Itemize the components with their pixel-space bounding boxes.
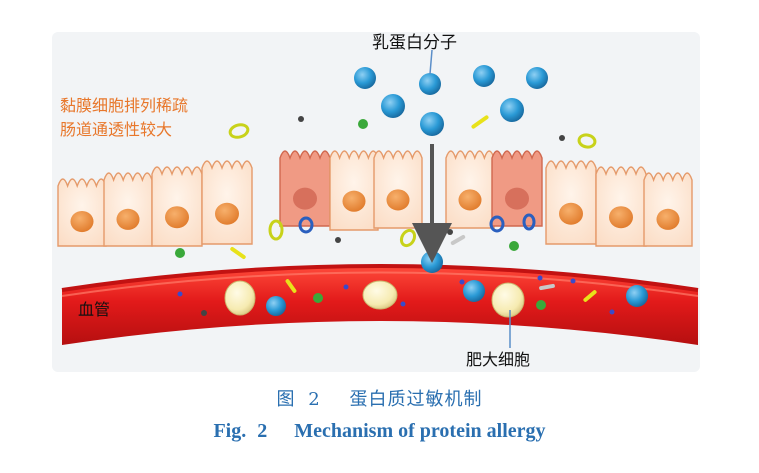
blood-vessel-highlight bbox=[61, 271, 699, 297]
protein-molecule bbox=[266, 296, 286, 316]
figure-caption-zh: 图 2 蛋白质过敏机制 bbox=[0, 385, 759, 411]
particle-rod bbox=[471, 115, 489, 129]
particle-rod bbox=[450, 235, 466, 246]
particle-dot bbox=[343, 284, 349, 290]
particle-dot bbox=[559, 135, 565, 141]
particle-ring bbox=[577, 133, 597, 149]
particle-ring bbox=[298, 216, 314, 234]
particle-dot bbox=[447, 229, 453, 235]
mast-cell bbox=[362, 280, 398, 310]
mast-cell-group bbox=[224, 280, 525, 318]
protein-molecule-label: 乳蛋白分子 bbox=[372, 33, 457, 53]
protein-molecule bbox=[419, 73, 441, 95]
particle-layer bbox=[175, 115, 615, 316]
cell-nucleus bbox=[342, 190, 366, 212]
protein-molecule-layer bbox=[266, 65, 648, 316]
particle-dot bbox=[609, 309, 615, 315]
particle-rod bbox=[230, 246, 246, 260]
blood-vessel-label: 血管 bbox=[78, 300, 111, 319]
protein-leader-line bbox=[429, 49, 433, 75]
epithelial-cell bbox=[201, 160, 253, 245]
protein-molecule bbox=[420, 112, 444, 136]
particle-rod bbox=[539, 283, 555, 291]
particle-dot bbox=[177, 291, 183, 297]
epithelial-cell-layer bbox=[57, 150, 693, 247]
figure-caption-en: Fig. 2 Mechanism of protein allergy bbox=[0, 420, 759, 443]
mucosa-label-line2: 肠道通透性较大 bbox=[60, 120, 173, 139]
protein-molecule bbox=[421, 251, 443, 273]
caption-zh-number: 2 bbox=[308, 389, 321, 410]
cell-nucleus bbox=[458, 189, 482, 211]
cell-nucleus bbox=[116, 208, 140, 230]
particle-dot bbox=[201, 310, 207, 316]
particle-ring bbox=[228, 123, 250, 139]
protein-molecule bbox=[626, 285, 648, 307]
cell-nucleus bbox=[609, 206, 633, 229]
particle-ring bbox=[522, 213, 536, 231]
particle-dot bbox=[335, 237, 341, 243]
cell-nucleus bbox=[656, 208, 680, 230]
protein-molecule bbox=[463, 280, 485, 302]
protein-molecule bbox=[500, 98, 524, 122]
cell-nucleus bbox=[165, 206, 189, 229]
particle-dot bbox=[175, 248, 185, 258]
mast-cell-label: 肥大细胞 bbox=[466, 350, 531, 369]
particle-dot bbox=[537, 275, 543, 281]
caption-zh-fig: 图 bbox=[276, 389, 296, 410]
particle-dot bbox=[459, 279, 465, 285]
particle-ring bbox=[489, 215, 505, 233]
cell-nucleus bbox=[70, 210, 94, 233]
protein-molecule bbox=[473, 65, 495, 87]
epithelial-cell bbox=[545, 160, 597, 245]
cell-nucleus bbox=[386, 189, 410, 211]
caption-en-title: Mechanism of protein allergy bbox=[294, 420, 546, 442]
particle-dot bbox=[509, 241, 519, 251]
particle-ring bbox=[268, 219, 284, 241]
cell-nucleus bbox=[215, 202, 239, 225]
caption-zh-title: 蛋白质过敏机制 bbox=[349, 389, 483, 410]
protein-molecule bbox=[354, 67, 376, 89]
cell-nucleus bbox=[293, 187, 317, 210]
cell-nucleus bbox=[505, 187, 529, 210]
caption-en-number: 2 bbox=[257, 420, 268, 442]
particle-dot bbox=[358, 119, 368, 129]
particle-dot bbox=[536, 300, 546, 310]
particle-dot bbox=[313, 293, 323, 303]
particle-dot bbox=[298, 116, 304, 122]
cell-nucleus bbox=[559, 202, 583, 225]
blood-vessel-top-edge bbox=[61, 264, 699, 292]
mucosa-label-line1: 黏膜细胞排列稀疏 bbox=[60, 96, 189, 115]
particle-dot bbox=[400, 301, 406, 307]
protein-molecule bbox=[526, 67, 548, 89]
protein-molecule bbox=[381, 94, 405, 118]
mast-cell bbox=[224, 280, 256, 316]
mast-cell bbox=[491, 282, 525, 318]
caption-en-fig: Fig. bbox=[213, 420, 247, 442]
particle-dot bbox=[570, 278, 576, 284]
particle-rod bbox=[285, 279, 297, 293]
epithelial-cell bbox=[329, 150, 379, 231]
particle-rod bbox=[583, 290, 597, 302]
